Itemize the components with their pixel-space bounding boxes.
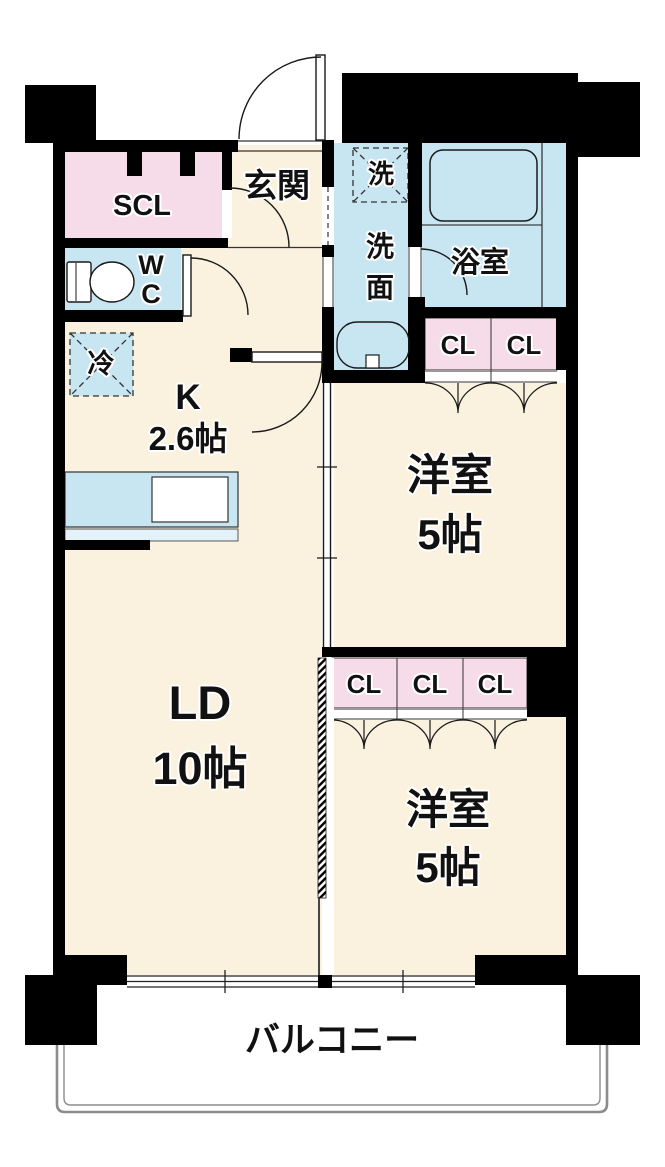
kitchen-counter bbox=[64, 471, 239, 542]
toilet-icon bbox=[66, 261, 135, 303]
kitchen-label: K bbox=[175, 378, 201, 417]
hatched-wall bbox=[317, 657, 327, 899]
wc-door-leaf bbox=[182, 254, 192, 317]
sliding-door-bedroom1 bbox=[317, 383, 337, 647]
bathroom-door-arc bbox=[420, 248, 468, 296]
living-window bbox=[127, 970, 318, 993]
washbasin-icon bbox=[336, 321, 410, 369]
bedroom1-label: 洋室 bbox=[407, 452, 493, 500]
balcony-border bbox=[55, 1045, 609, 1114]
scl-door-arc bbox=[229, 187, 290, 248]
walls bbox=[25, 73, 640, 1045]
fridge-label: 冷 bbox=[87, 349, 115, 379]
living-size: 10帖 bbox=[152, 743, 248, 794]
washroom-label: 洗 面 bbox=[365, 231, 394, 303]
hall-door-arc bbox=[251, 361, 323, 433]
fridge-dashed-box bbox=[69, 332, 134, 397]
bedroom2-label: 洋室 bbox=[405, 786, 490, 833]
kitchen-size: 2.6帖 bbox=[148, 420, 228, 457]
kitchen-sink bbox=[151, 476, 229, 523]
wc-label: W C bbox=[138, 250, 164, 310]
bathroom-label: 浴室 bbox=[450, 247, 509, 279]
floor-bedroom1 bbox=[332, 383, 568, 647]
living-label: LD bbox=[168, 676, 232, 729]
bedroom1-size: 5帖 bbox=[417, 511, 483, 558]
closet-label: CL bbox=[412, 669, 448, 699]
entrance-door-arc bbox=[238, 56, 322, 140]
washer-label: 洗 bbox=[367, 159, 394, 189]
closet-label: CL bbox=[477, 669, 513, 699]
bedroom2-size: 5帖 bbox=[415, 844, 481, 891]
closet-label: CL bbox=[346, 669, 382, 699]
sliding-door-bedroom2 bbox=[317, 657, 334, 975]
closet-b2-3 bbox=[462, 657, 528, 709]
closet-doors-bedroom2 bbox=[331, 708, 528, 750]
entrance-door-leaf bbox=[315, 54, 326, 141]
wall bbox=[556, 318, 568, 370]
closet-label: CL bbox=[440, 330, 476, 360]
scl-label: SCL bbox=[113, 190, 171, 222]
washroom-room bbox=[334, 143, 408, 370]
scl-room bbox=[65, 152, 225, 238]
wc-door-arc bbox=[190, 257, 249, 316]
closet-label: CL bbox=[506, 330, 542, 360]
closet-doors-bedroom1 bbox=[424, 370, 558, 414]
doors bbox=[182, 54, 468, 433]
bathtub-icon bbox=[422, 143, 543, 307]
hall-door-leaf bbox=[251, 351, 323, 363]
bedroom2-window bbox=[332, 970, 475, 993]
genkan-label: 玄関 bbox=[244, 167, 310, 204]
closet-b2-2 bbox=[396, 657, 464, 709]
door-openings bbox=[222, 140, 422, 307]
balcony-label: バルコニー bbox=[244, 1021, 420, 1060]
